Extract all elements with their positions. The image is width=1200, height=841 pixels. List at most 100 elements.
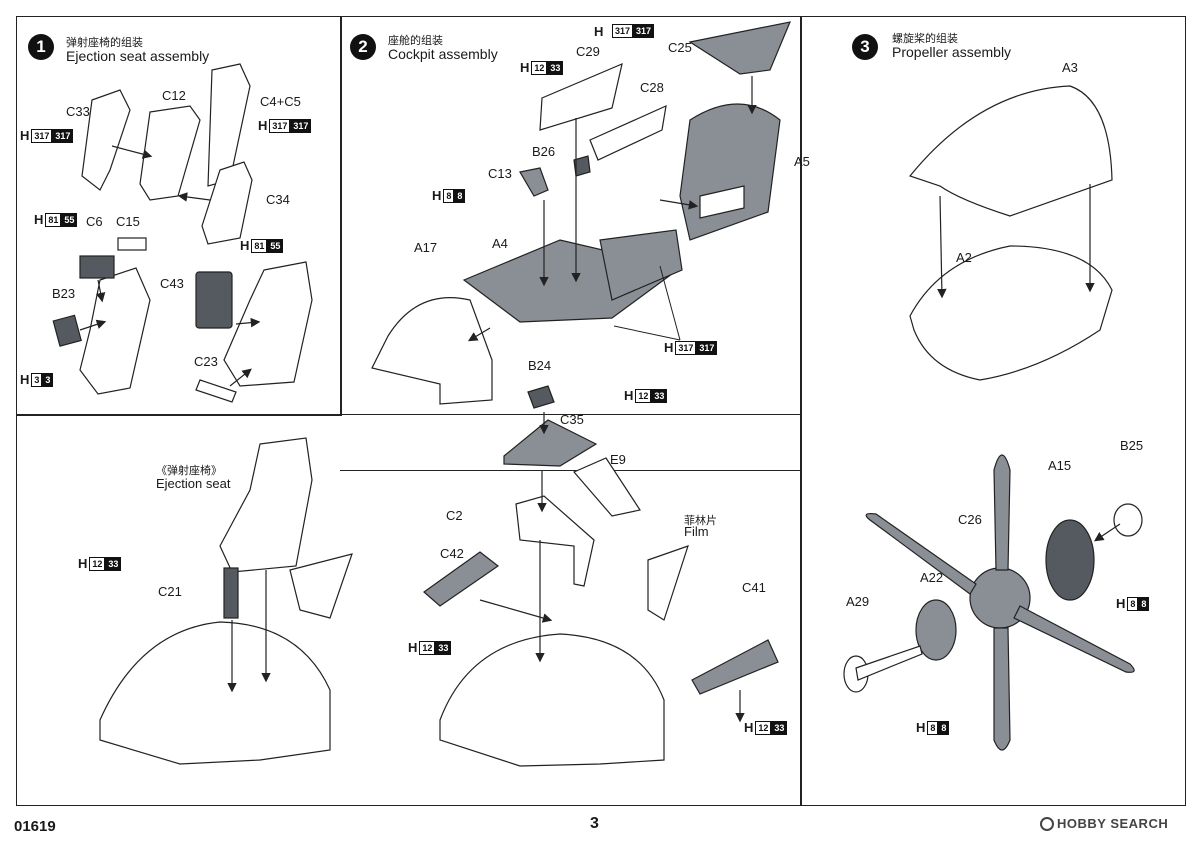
part-c12-sketch: [139, 105, 201, 201]
label-c35: C35: [560, 412, 584, 427]
label-c28: C28: [640, 80, 664, 95]
part-c6-sketch: [79, 255, 115, 279]
part-b26-sketch: [573, 155, 591, 177]
label-seat-cn: 《弹射座椅》: [156, 464, 222, 477]
part-a4-side-sketch: [599, 229, 683, 301]
label-c43: C43: [160, 276, 184, 291]
part-c43-sketch: [195, 271, 233, 329]
watermark: HOBBY SEARCH: [1040, 816, 1168, 831]
label-c41: C41: [742, 580, 766, 595]
part-a3-sketch: [908, 85, 1113, 217]
part-c13-sketch: [519, 167, 549, 197]
part-b24-sketch: [527, 385, 555, 409]
part-a22-sketch: [915, 599, 957, 661]
label-c2: C2: [446, 508, 463, 523]
label-c13: C13: [488, 166, 512, 181]
part-c42-sketch: [423, 551, 500, 607]
kit-number: 01619: [14, 818, 56, 835]
part-c41-sketch: [691, 639, 779, 695]
label-c15: C15: [116, 214, 140, 229]
watermark-logo-icon: [1040, 816, 1054, 831]
blade-right-sketch: [1013, 605, 1135, 673]
cockpit-assembled-sketch: [439, 633, 665, 767]
step2-title-cn: 座舱的组装: [388, 34, 443, 47]
label-b25: B25: [1120, 438, 1144, 453]
label-c29: C29: [576, 44, 600, 59]
bl-seat-sketch: [219, 437, 313, 573]
watermark-text: HOBBY SEARCH: [1057, 816, 1169, 831]
label-c26: C26: [958, 512, 982, 527]
step1-title-en: Ejection seat assembly: [66, 48, 210, 64]
part-a15-sketch: [1045, 519, 1095, 601]
part-c25-sketch: [688, 21, 791, 75]
label-film-cn: 菲林片: [684, 514, 717, 527]
part-c15-sketch: [117, 237, 147, 251]
label-a3: A3: [1062, 60, 1078, 75]
label-film-en: Film: [684, 524, 709, 539]
label-a5: A5: [794, 154, 810, 169]
label-c12: C12: [162, 88, 186, 103]
label-c25: C25: [668, 40, 692, 55]
label-h-top: H: [594, 24, 604, 39]
bl-tub-sketch: [99, 621, 331, 765]
label-seat-en: Ejection seat: [156, 476, 231, 491]
label-b23: B23: [52, 286, 76, 301]
label-c33: C33: [66, 104, 90, 119]
seat-b-sketch: [223, 261, 313, 387]
panel-bottom-left: [16, 414, 802, 806]
part-c29-sketch: [539, 62, 623, 131]
label-c23: C23: [194, 354, 218, 369]
part-c34-sketch: [201, 161, 253, 245]
label-c21: C21: [158, 584, 182, 599]
part-c21-sketch: [223, 567, 239, 619]
page-number: 3: [590, 815, 599, 832]
blade-left-sketch: [865, 513, 977, 595]
label-a4: A4: [492, 236, 508, 251]
part-c23-sketch: [195, 379, 237, 403]
step1-title-cn: 弹射座椅的组装: [66, 36, 143, 49]
label-a17: A17: [414, 240, 438, 255]
label-b26: B26: [532, 144, 556, 159]
seat-a-sketch: [79, 267, 151, 395]
step2-number: 2: [350, 34, 376, 60]
label-c4c5: C4+C5: [260, 94, 301, 109]
label-c34: C34: [266, 192, 290, 207]
label-c42: C42: [440, 546, 464, 561]
part-e9-sketch: [573, 457, 641, 517]
part-c4c5-sketch: [207, 63, 251, 187]
label-a2: A2: [956, 250, 972, 265]
part-c2-sketch: [515, 495, 595, 587]
step3-title-cn: 螺旋桨的组装: [892, 32, 958, 45]
panel-divider-step2-bottom: [340, 470, 802, 471]
label-e9: E9: [610, 452, 626, 467]
label-a29: A29: [846, 594, 870, 609]
label-c6: C6: [86, 214, 103, 229]
label-a15: A15: [1048, 458, 1072, 473]
panel-step1: [16, 16, 342, 416]
part-b23-sketch: [52, 314, 82, 347]
blade-bottom-sketch: [993, 627, 1011, 751]
blade-top-sketch: [993, 454, 1011, 571]
panel-step3: [800, 16, 1186, 806]
step3-number: 3: [852, 34, 878, 60]
step3-title-en: Propeller assembly: [892, 44, 1012, 60]
part-c28-sketch: [589, 104, 667, 161]
part-b25-sketch: [1113, 503, 1143, 537]
part-a2-sketch: [909, 245, 1113, 381]
part-a17-sketch: [371, 297, 493, 405]
